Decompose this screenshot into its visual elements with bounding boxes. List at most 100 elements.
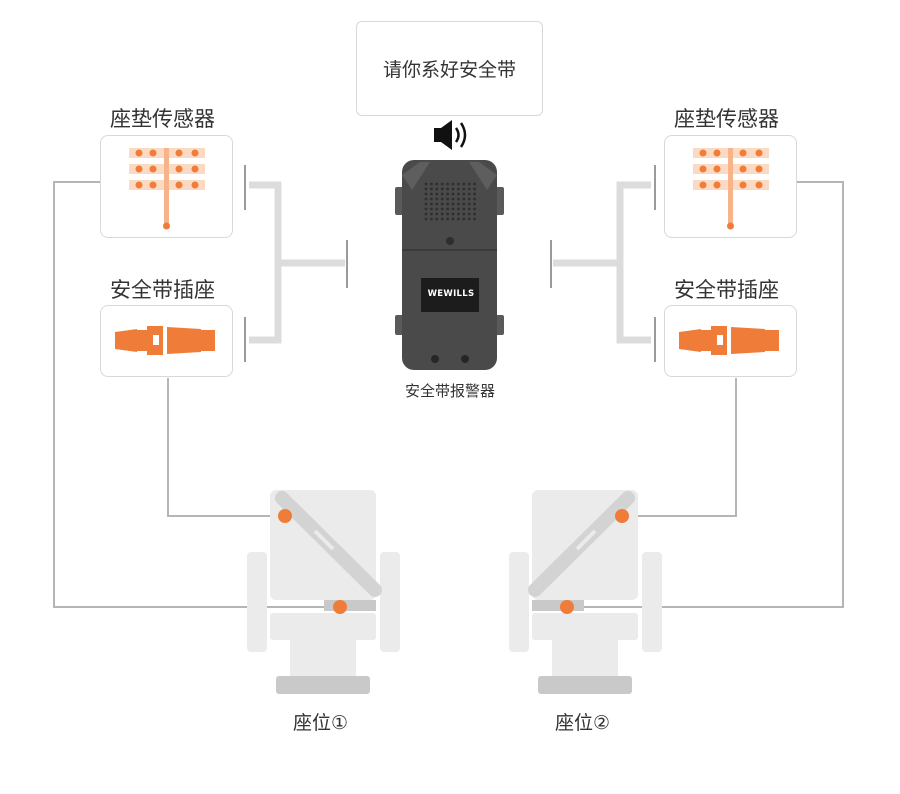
bracket-right xyxy=(553,181,651,344)
grille-dot xyxy=(462,212,466,216)
grille-dot xyxy=(430,212,433,216)
grille-dot xyxy=(440,202,444,206)
grille-dot xyxy=(430,187,433,191)
seat-sensor-icon xyxy=(693,148,769,230)
grille-dot xyxy=(451,197,455,201)
grille-dot xyxy=(451,207,455,211)
grille-dot xyxy=(446,197,449,201)
grille-dot xyxy=(435,217,439,221)
grille-dot xyxy=(457,187,460,191)
right-buckle-card xyxy=(664,305,797,377)
grille-dot xyxy=(462,192,466,196)
grille-dot xyxy=(457,192,460,196)
grille-dot xyxy=(440,197,444,201)
grille-dot xyxy=(446,182,449,186)
grille-dot xyxy=(430,202,433,206)
grille-dot xyxy=(424,182,428,186)
grille-dot xyxy=(457,182,460,186)
grille-dot xyxy=(473,207,476,211)
seat-2-label: 座位② xyxy=(555,712,611,734)
seat-sensor-icon xyxy=(129,148,205,230)
wire-right-buckle xyxy=(622,378,737,517)
grille-dot xyxy=(462,187,466,191)
grille-dot xyxy=(435,197,439,201)
alert-message-text: 请你系好安全带 xyxy=(382,59,516,81)
grille-dot xyxy=(424,192,428,196)
grille-dot xyxy=(451,217,455,221)
seat-1-buckle-point xyxy=(278,509,292,523)
grille-dot xyxy=(467,202,471,206)
left-seat-sensor-card xyxy=(100,135,233,238)
grille-dot xyxy=(473,187,476,191)
device-brand: WEWILLS xyxy=(427,289,475,299)
grille-dot xyxy=(446,217,449,221)
grille-dot xyxy=(473,217,476,221)
grille-dot xyxy=(430,192,433,196)
grille-dot xyxy=(440,207,444,211)
left-buckle-title: 安全带插座 xyxy=(110,278,215,302)
wire-right-sensor xyxy=(567,181,844,608)
left-buckle-card xyxy=(100,305,233,377)
grille-dot xyxy=(446,192,449,196)
grille-dot xyxy=(457,212,460,216)
seat-2-illustration xyxy=(509,490,662,694)
grille-dot xyxy=(435,202,439,206)
speaker-grille xyxy=(424,182,476,221)
grille-dot xyxy=(430,182,433,186)
grille-dot xyxy=(451,192,455,196)
seat-2-buckle-point xyxy=(615,509,629,523)
grille-dot xyxy=(424,197,428,201)
buckle-icon xyxy=(679,326,779,355)
grille-dot xyxy=(446,202,449,206)
bracket-left xyxy=(249,181,345,344)
right-buckle-title: 安全带插座 xyxy=(674,278,779,302)
bracket-left-caps xyxy=(244,165,348,362)
wire-left-buckle xyxy=(167,378,285,517)
left-seat-sensor-title: 座垫传感器 xyxy=(110,107,215,131)
grille-dot xyxy=(451,212,455,216)
wire-left-sensor xyxy=(53,181,340,608)
grille-dot xyxy=(462,207,466,211)
grille-dot xyxy=(467,187,471,191)
grille-dot xyxy=(435,212,439,216)
alert-message-box: 请你系好安全带 xyxy=(356,21,543,116)
grille-dot xyxy=(451,182,455,186)
grille-dot xyxy=(457,202,460,206)
seat-1-label: 座位① xyxy=(293,712,349,734)
grille-dot xyxy=(462,202,466,206)
grille-dot xyxy=(467,212,471,216)
grille-dot xyxy=(467,217,471,221)
right-seat-sensor-card xyxy=(664,135,797,238)
grille-dot xyxy=(435,187,439,191)
grille-dot xyxy=(446,187,449,191)
grille-dot xyxy=(424,212,428,216)
grille-dot xyxy=(430,207,433,211)
grille-dot xyxy=(451,187,455,191)
grille-dot xyxy=(446,207,449,211)
right-seat-sensor-title: 座垫传感器 xyxy=(674,107,779,131)
grille-dot xyxy=(467,192,471,196)
grille-dot xyxy=(435,182,439,186)
grille-dot xyxy=(440,187,444,191)
grille-dot xyxy=(430,217,433,221)
grille-dot xyxy=(424,187,428,191)
bracket-right-caps xyxy=(550,165,656,362)
grille-dot xyxy=(440,182,444,186)
grille-dot xyxy=(473,202,476,206)
grille-dot xyxy=(462,182,466,186)
seat-1-sensor-point xyxy=(333,600,347,614)
grille-dot xyxy=(430,197,433,201)
seat-2-sensor-point xyxy=(560,600,574,614)
device-label: 安全带报警器 xyxy=(404,382,495,400)
grille-dot xyxy=(462,197,466,201)
grille-dot xyxy=(473,192,476,196)
grille-dot xyxy=(424,207,428,211)
grille-dot xyxy=(435,207,439,211)
grille-dot xyxy=(473,197,476,201)
grille-dot xyxy=(457,197,460,201)
grille-dot xyxy=(467,207,471,211)
grille-dot xyxy=(446,212,449,216)
